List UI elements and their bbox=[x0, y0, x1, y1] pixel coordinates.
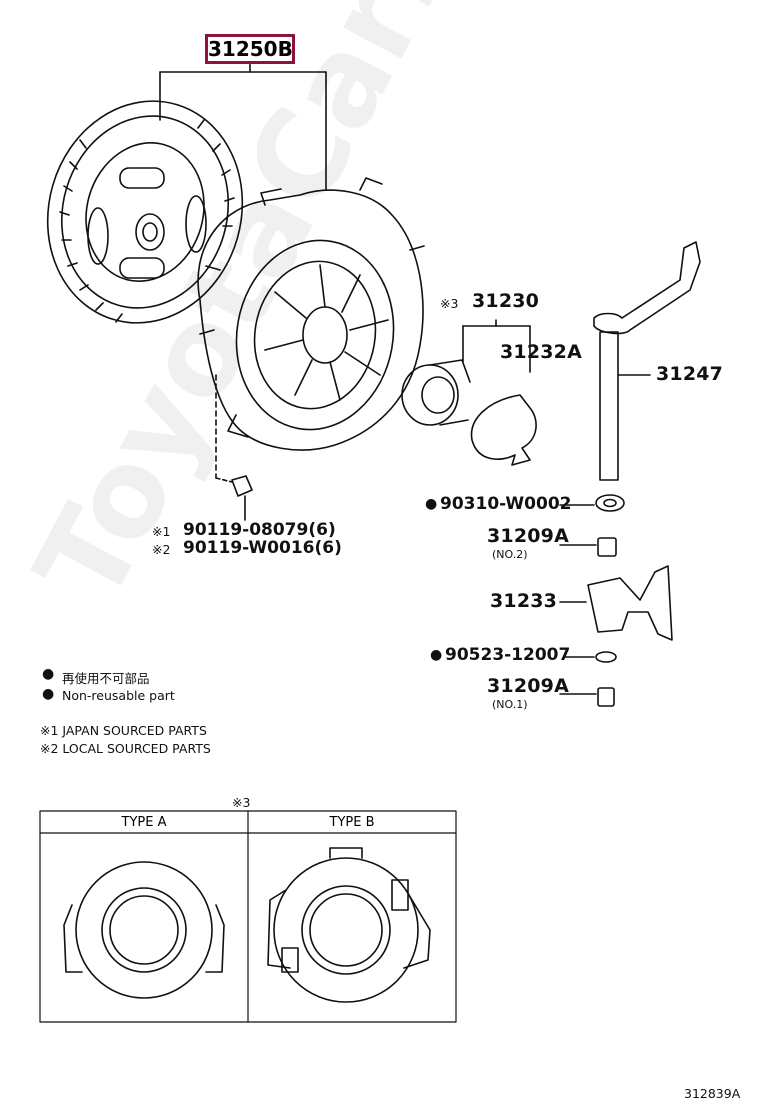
bolt-1-mark: ※1 bbox=[152, 524, 171, 539]
part-number-90310-w0002[interactable]: 90310-W0002 bbox=[440, 494, 572, 514]
non-reusable-dot-1: ● bbox=[425, 496, 438, 512]
part-number-31209a-no2[interactable]: 31209A bbox=[487, 525, 570, 547]
part-number-90523-12007[interactable]: 90523-12007 bbox=[445, 645, 571, 665]
type-b-bearing-drawing bbox=[267, 847, 431, 1003]
bushing-no1-drawing bbox=[559, 687, 615, 707]
bushing-no2-drawing bbox=[559, 537, 617, 557]
type-table bbox=[39, 810, 457, 1023]
type-b-header: TYPE B bbox=[329, 815, 375, 830]
fork-shaft-drawing bbox=[593, 241, 701, 481]
bushing-no1-sub: (NO.1) bbox=[492, 698, 528, 711]
legend-line-2: Non-reusable part bbox=[62, 688, 175, 703]
release-fork-drawing bbox=[559, 565, 673, 641]
part-number-31230[interactable]: 31230 bbox=[472, 290, 540, 312]
legend-dot-2: ● bbox=[42, 686, 55, 702]
clutch-cover-drawing bbox=[197, 177, 425, 451]
part-number-31233[interactable]: 31233 bbox=[490, 590, 558, 612]
clip-drawing bbox=[462, 319, 537, 466]
part-number-31232a[interactable]: 31232A bbox=[500, 341, 583, 363]
part-number-31250b: 31250B bbox=[208, 37, 293, 61]
legend-dot-1: ● bbox=[42, 666, 55, 682]
bolt-2-mark: ※2 bbox=[152, 542, 171, 557]
part-number-31247[interactable]: 31247 bbox=[656, 363, 724, 385]
part-number-90119-w0016[interactable]: 90119-W0016(6) bbox=[183, 538, 342, 558]
release-bearing-drawing bbox=[401, 325, 471, 426]
washer-drawing bbox=[563, 651, 617, 663]
figure-id: 312839A bbox=[684, 1086, 741, 1101]
part-number-90119-08079[interactable]: 90119-08079(6) bbox=[183, 520, 336, 540]
bolt-drawing bbox=[231, 475, 253, 521]
non-reusable-dot-2: ● bbox=[430, 647, 443, 663]
bushing-no2-sub: (NO.2) bbox=[492, 548, 528, 561]
callout-bracket-31250b bbox=[159, 63, 327, 191]
note-local-sourced: ※2 LOCAL SOURCED PARTS bbox=[40, 741, 211, 756]
type-a-bearing-drawing bbox=[63, 861, 225, 999]
release-bearing-mark: ※3 bbox=[440, 296, 459, 311]
type-table-mark: ※3 bbox=[232, 795, 251, 810]
type-a-header: TYPE A bbox=[121, 815, 167, 830]
highlighted-part-callout[interactable]: 31250B bbox=[205, 34, 295, 64]
seal-drawing bbox=[559, 494, 625, 512]
legend-line-1: 再使用不可部品 bbox=[62, 671, 150, 686]
clutch-disc-drawing bbox=[46, 100, 244, 324]
part-number-31209a-no1[interactable]: 31209A bbox=[487, 675, 570, 697]
note-japan-sourced: ※1 JAPAN SOURCED PARTS bbox=[40, 723, 207, 738]
